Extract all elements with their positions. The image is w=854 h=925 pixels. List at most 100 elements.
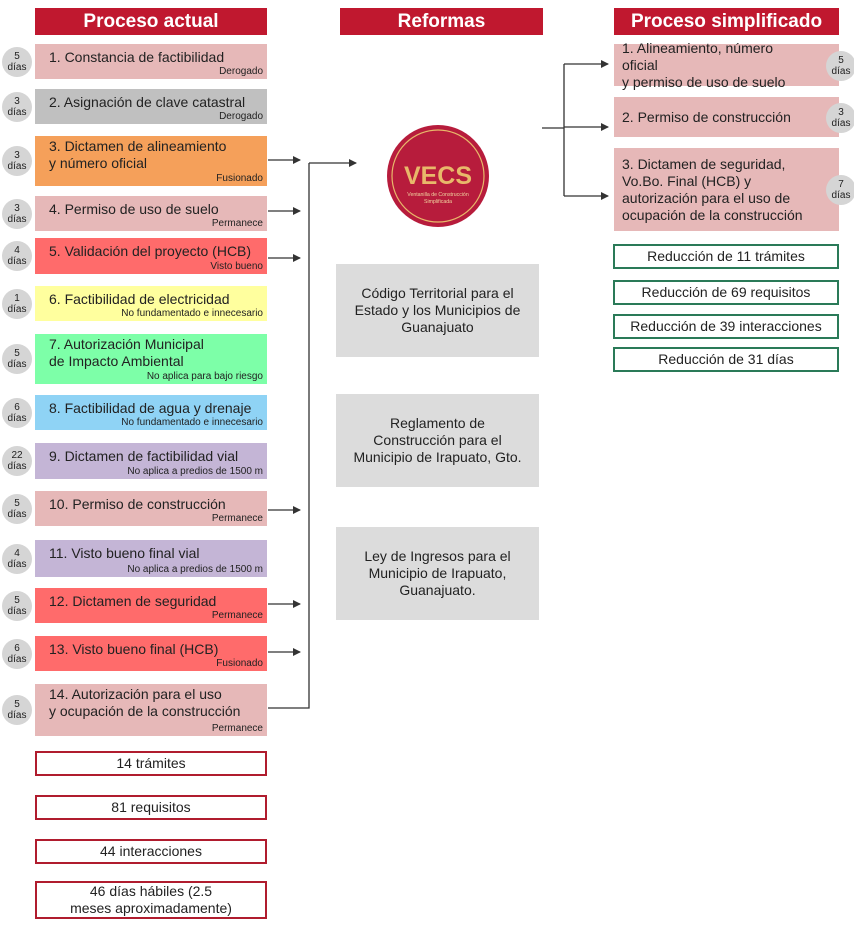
days-unit: días [7, 256, 27, 267]
days-number: 5 [14, 699, 20, 710]
step-title: 14. Autorización para el uso y ocupación… [49, 686, 241, 719]
simplified-step-1: 1. Alineamiento, número oficial y permis… [614, 39, 839, 90]
step-status: Permanece [211, 610, 263, 621]
current-step-5: 5. Validación del proyecto (HCB) Visto bu… [35, 238, 267, 274]
simplified-step-2: 2. Permiso de construcción [614, 97, 839, 137]
reduction-requisitos: Reducción de 69 requisitos [613, 280, 839, 305]
header-current: Proceso actual [35, 8, 267, 35]
reduction-interacciones: Reducción de 39 interacciones [613, 314, 839, 339]
days-unit: días [7, 303, 27, 315]
days-number: 5 [14, 348, 20, 359]
header-simplified: Proceso simplificado [614, 8, 839, 35]
days-badge: 7 días [826, 175, 854, 205]
days-unit: días [7, 412, 27, 424]
days-badge: 3 días [826, 103, 854, 133]
days-number: 5 [14, 50, 20, 62]
trunk-line [268, 163, 310, 709]
days-unit: días [7, 213, 27, 225]
current-step-9: 9. Dictamen de factibilidad vial No aplic… [35, 443, 267, 479]
vecs-logo-subtitle: Ventanilla de Construcción [407, 192, 469, 198]
simplified-step-3: 3. Dictamen de seguridad, Vo.Bo. Final (… [614, 148, 839, 231]
days-number: 6 [14, 401, 20, 413]
step-status: No fundamentado e innecesario [117, 416, 267, 430]
days-unit: días [7, 605, 27, 617]
days-unit: días [831, 66, 851, 77]
days-number: 22 [11, 450, 23, 461]
days-unit: días [7, 161, 27, 172]
reduction-tramites: Reducción de 11 trámites [613, 244, 839, 269]
days-unit: días [7, 558, 27, 570]
step-status: Derogado [219, 111, 263, 122]
step-status: No aplica a predios de 1500 m [127, 466, 263, 477]
days-number: 3 [838, 107, 844, 118]
vecs-logo: VECS Ventanilla de Construcción Simplifi… [387, 125, 489, 227]
days-number: 7 [838, 179, 844, 190]
header-reforms: Reformas [340, 8, 543, 35]
days-number: 3 [14, 150, 20, 161]
step-status: Permanece [211, 723, 263, 734]
step-title: 12. Dictamen de seguridad [49, 593, 217, 609]
summary-dias: 46 días hábiles (2.5 meses aproximadamen… [35, 881, 267, 919]
days-badge: 5 días [826, 51, 854, 81]
step-status: No aplica a predios de 1500 m [127, 564, 263, 575]
step-title: 5. Validación del proyecto (HCB) [49, 243, 252, 259]
current-step-3: 3. Dictamen de alineamiento y número ofi… [35, 136, 267, 186]
step-status: Visto bueno [210, 261, 263, 272]
current-step-11: 11. Visto bueno final vial No aplica a pr… [35, 540, 267, 577]
step-title: 11. Visto bueno final vial [49, 545, 200, 561]
simplified-step-title: 1. Alineamiento, número oficial y permis… [622, 39, 786, 90]
reform-codigo-territorial: Código Territorial para el Estado y los … [336, 264, 539, 357]
days-unit: días [7, 461, 27, 472]
step-title: 7. Autorización Municipal de Impacto Amb… [49, 336, 204, 369]
days-number: 6 [14, 642, 20, 654]
simplified-step-title: 3. Dictamen de seguridad, Vo.Bo. Final (… [622, 155, 803, 223]
step-title: 13. Visto bueno final (HCB) [49, 641, 219, 657]
days-unit: días [7, 508, 27, 520]
summary-interacciones: 44 interacciones [35, 839, 267, 864]
step-title: 8. Factibilidad de agua y drenaje [49, 400, 252, 416]
simplified-step-title: 2. Permiso de construcción [622, 108, 791, 125]
step-title: 6. Factibilidad de electricidad [49, 291, 230, 307]
reform-reglamento-construccion: Reglamento de Construcción para el Munic… [336, 394, 539, 487]
step-status: Permanece [211, 218, 263, 229]
step-status: No fundamentado e innecesario [121, 308, 263, 319]
reduction-dias: Reducción de 31 días [613, 347, 839, 372]
days-number: 1 [14, 292, 20, 304]
step-title: 4. Permiso de uso de suelo [49, 201, 219, 217]
step-title: 1. Constancia de factibilidad [49, 49, 225, 65]
current-step-13: 13. Visto bueno final (HCB)Fusionado [35, 636, 267, 671]
bracket-line [542, 64, 565, 196]
vecs-logo-text: VECS [404, 162, 472, 190]
step-title: 9. Dictamen de factibilidad vial [49, 448, 239, 464]
current-step-14: 14. Autorización para el uso y ocupación… [35, 684, 267, 736]
days-unit: días [7, 653, 27, 665]
days-number: 3 [14, 95, 20, 107]
summary-requisitos: 81 requisitos [35, 795, 267, 820]
days-unit: días [831, 190, 851, 201]
days-number: 3 [14, 202, 20, 214]
days-number: 5 [838, 55, 844, 66]
days-number: 4 [14, 245, 20, 256]
step-status: Permanece [211, 513, 263, 524]
days-unit: días [7, 106, 27, 118]
days-number: 5 [14, 497, 20, 509]
days-unit: días [7, 359, 27, 370]
